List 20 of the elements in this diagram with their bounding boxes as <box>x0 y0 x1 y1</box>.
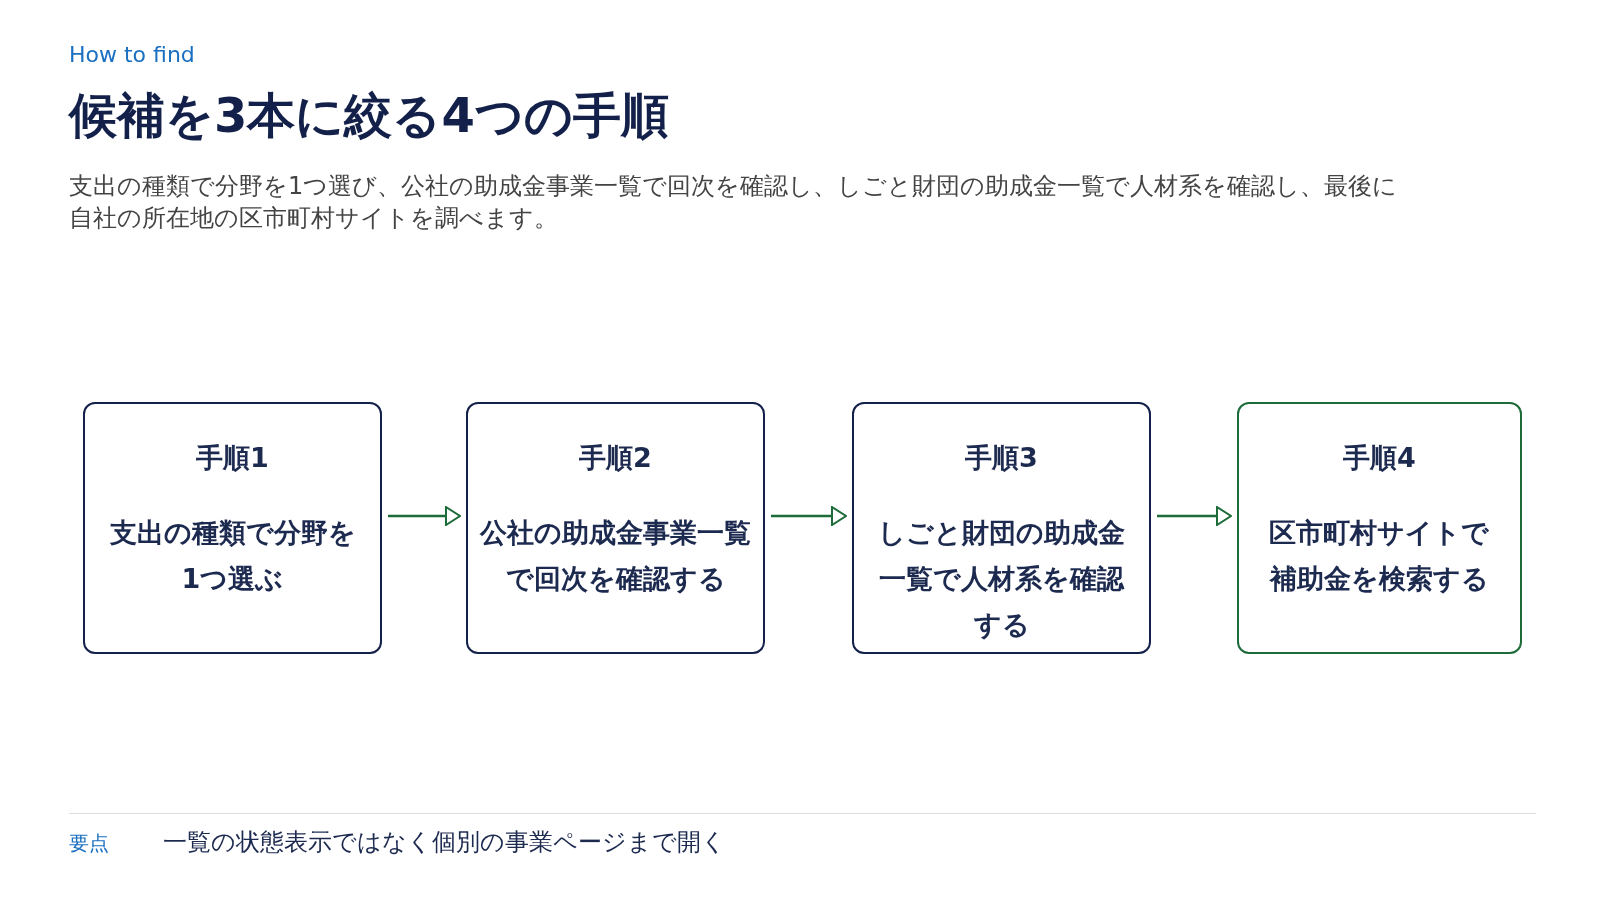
key-point-label: 要点 <box>69 830 109 857</box>
arrow <box>1157 506 1232 526</box>
title: 候補を3本に絞る4つの手順 <box>69 86 669 145</box>
step-description: しごと財団の助成金一覧で人材系を確認する <box>877 516 1126 642</box>
step-number: 手順4 <box>1343 441 1416 475</box>
step-description: 公社の助成金事業一覧で回次を確認する <box>479 516 752 596</box>
arrow <box>771 506 847 526</box>
step-number: 手順1 <box>196 441 269 475</box>
description: 支出の種類で分野を1つ選び、公社の助成金事業一覧で回次を確認し、しごと財団の助成金一覧で人材系を確認し、最後に自社の所在地の区市町村サイトを調べます。 <box>69 171 1399 234</box>
arrow <box>388 506 461 526</box>
step-box <box>466 402 765 654</box>
step-box <box>852 402 1151 654</box>
key-point-text: 一覧の状態表示ではなく個別の事業ページまで開く <box>163 827 726 858</box>
section-kicker: How to find <box>69 42 195 67</box>
step-number: 手順3 <box>965 441 1038 475</box>
step-box <box>1237 402 1522 654</box>
step-box <box>83 402 382 654</box>
step-description: 支出の種類で分野を1つ選ぶ <box>108 516 357 596</box>
step-number: 手順2 <box>579 441 652 475</box>
step-description: 区市町村サイトで補助金を検索する <box>1268 516 1491 596</box>
